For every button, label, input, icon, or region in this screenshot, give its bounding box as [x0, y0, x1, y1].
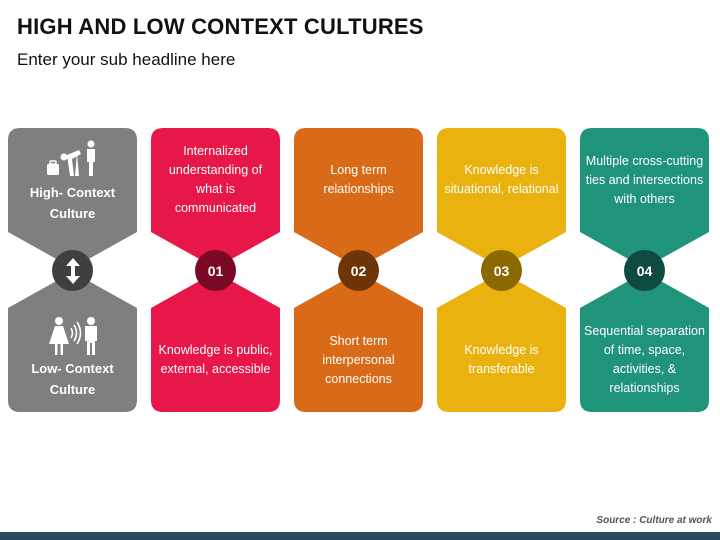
up-down-arrow-icon	[65, 257, 80, 284]
column-03-shape	[437, 128, 566, 412]
page-title: HIGH AND LOW CONTEXT CULTURES	[17, 14, 424, 39]
step-number-03: 03	[481, 250, 522, 291]
high-context-label: High- Context Culture	[29, 185, 116, 221]
column-01-shape	[151, 128, 280, 412]
high-context-text-03: Knowledge is situational, relational	[444, 163, 559, 196]
swap-arrow-circle	[52, 250, 93, 291]
column-03: Knowledge is situational, relational 03 …	[437, 128, 566, 412]
low-context-text-04: Sequential separation of time, space, ac…	[584, 324, 705, 395]
talking-people-icon	[49, 317, 97, 355]
low-context-text-02: Short term interpersonal connections	[322, 333, 395, 386]
footer-bar	[0, 532, 720, 540]
low-context-label: Low- Context Culture	[31, 361, 114, 397]
step-number-02: 02	[338, 250, 379, 291]
column-02: Long term relationships 02 Short term in…	[294, 128, 423, 412]
legend-shape	[8, 128, 137, 412]
low-context-text-01: Knowledge is public, external, accessibl…	[158, 343, 273, 376]
bowing-people-icon	[47, 140, 95, 176]
low-context-text-03: Knowledge is transferable	[464, 343, 539, 376]
high-context-text-02: Long term relationships	[323, 163, 394, 196]
column-01: Internalized understanding of what is co…	[151, 128, 280, 412]
legend-column: High- Context Culture Low- Context Cultu…	[8, 128, 137, 412]
column-04: Multiple cross-cutting ties and intersec…	[580, 128, 709, 412]
step-number-04: 04	[624, 250, 665, 291]
high-context-text-01: Internalized understanding of what is co…	[168, 144, 263, 215]
step-number-01: 01	[195, 250, 236, 291]
high-context-text-04: Multiple cross-cutting ties and intersec…	[585, 153, 704, 206]
source-note: Source : Culture at work	[596, 515, 712, 526]
page-subtitle: Enter your sub headline here	[17, 50, 236, 69]
